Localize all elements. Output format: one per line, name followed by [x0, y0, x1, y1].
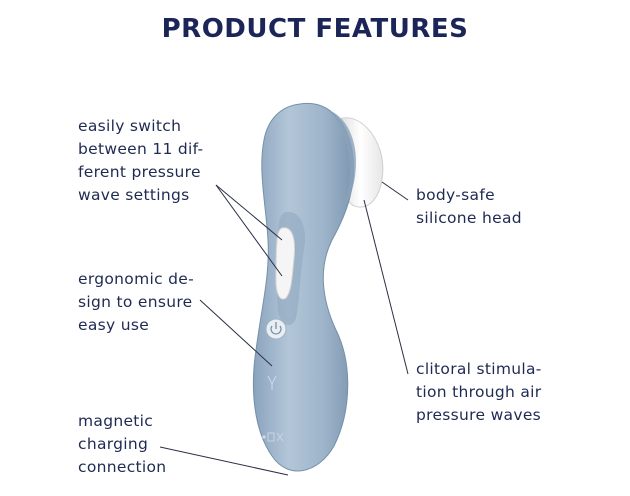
settings-button — [275, 227, 295, 300]
device-body — [252, 102, 355, 472]
page-title: PRODUCT FEATURES — [161, 14, 469, 44]
feature-air-pressure-waves: clitoral stimula- tion through air press… — [416, 360, 542, 424]
charging-contacts-icon — [262, 432, 284, 442]
feature-ergonomic-design: ergonomic de- sign to ensure easy use — [78, 270, 194, 334]
brand-logo-icon — [267, 375, 277, 390]
head-cap — [328, 110, 356, 214]
leader-lines — [159, 181, 409, 476]
feature-pressure-settings: easily switch between 11 dif- ferent pre… — [78, 117, 204, 204]
feature-silicone-head: body-safe silicone head — [416, 186, 522, 227]
feature-magnetic-charging: magnetic charging connection — [78, 412, 167, 476]
power-button-icon — [265, 318, 287, 340]
